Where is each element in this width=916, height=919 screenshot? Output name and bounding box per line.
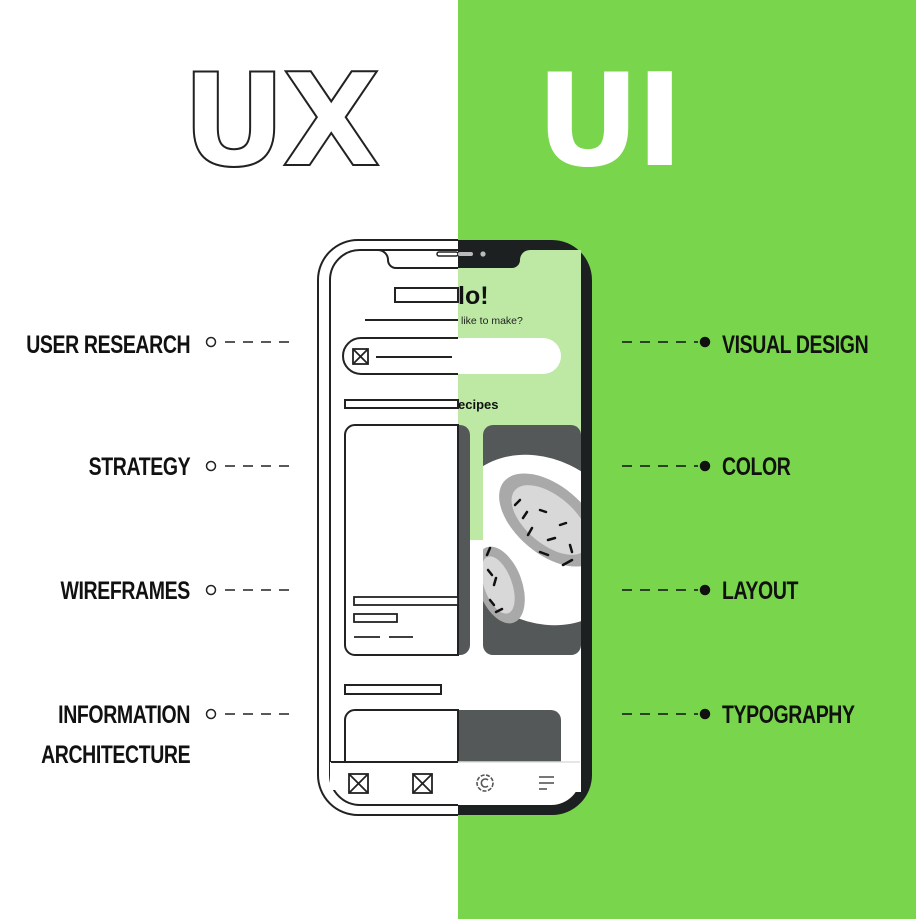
wireframe-section-title (344, 399, 459, 409)
settings-icon[interactable] (476, 774, 494, 792)
ux-item-wireframes: WIREFRAMES (60, 577, 191, 605)
connector-layout (622, 584, 711, 596)
connector-user-research (205, 336, 292, 348)
recipe-card-wireframe[interactable] (344, 424, 470, 656)
ux-item-user-research: USER RESEARCH (26, 331, 190, 359)
recipe-card-food-image[interactable] (416, 420, 663, 660)
ui-connectors (622, 336, 711, 720)
connector-strategy (205, 460, 292, 472)
connector-color (622, 460, 711, 472)
connector-wireframes (205, 584, 292, 596)
connector-visual-design (622, 336, 711, 348)
image-placeholder-icon[interactable] (348, 773, 369, 794)
image-placeholder-icon (352, 348, 369, 365)
image-placeholder-icon[interactable] (412, 773, 433, 794)
bottom-nav (330, 761, 581, 794)
ui-item-visual-design: VISUAL DESIGN (722, 331, 869, 359)
ux-item-architecture: ARCHITECTURE (40, 741, 191, 769)
section-title-text: ecipes (458, 397, 498, 412)
ux-item-information: INFORMATION (58, 701, 190, 729)
phone-screen (342, 250, 663, 780)
ui-item-typography: TYPOGRAPHY (722, 701, 855, 729)
menu-icon[interactable] (539, 776, 554, 790)
ui-title: UI (536, 47, 684, 196)
ux-item-strategy: STRATEGY (88, 453, 190, 481)
question-text: like to make? (461, 315, 523, 327)
connector-typography (622, 708, 711, 720)
wireframe-greeting-box (394, 287, 459, 303)
ux-connectors (205, 336, 292, 720)
wireframe-section-title-2 (344, 684, 442, 695)
ux-title: UX (181, 47, 382, 196)
greeting-text: lo! (458, 282, 489, 310)
phone-notch (377, 249, 530, 269)
connector-information-architecture (205, 708, 292, 720)
search-bar[interactable] (342, 337, 561, 375)
recipe-card-wireframe-2[interactable] (344, 709, 561, 780)
ui-item-layout: LAYOUT (722, 577, 799, 605)
ui-item-color: COLOR (722, 453, 791, 481)
